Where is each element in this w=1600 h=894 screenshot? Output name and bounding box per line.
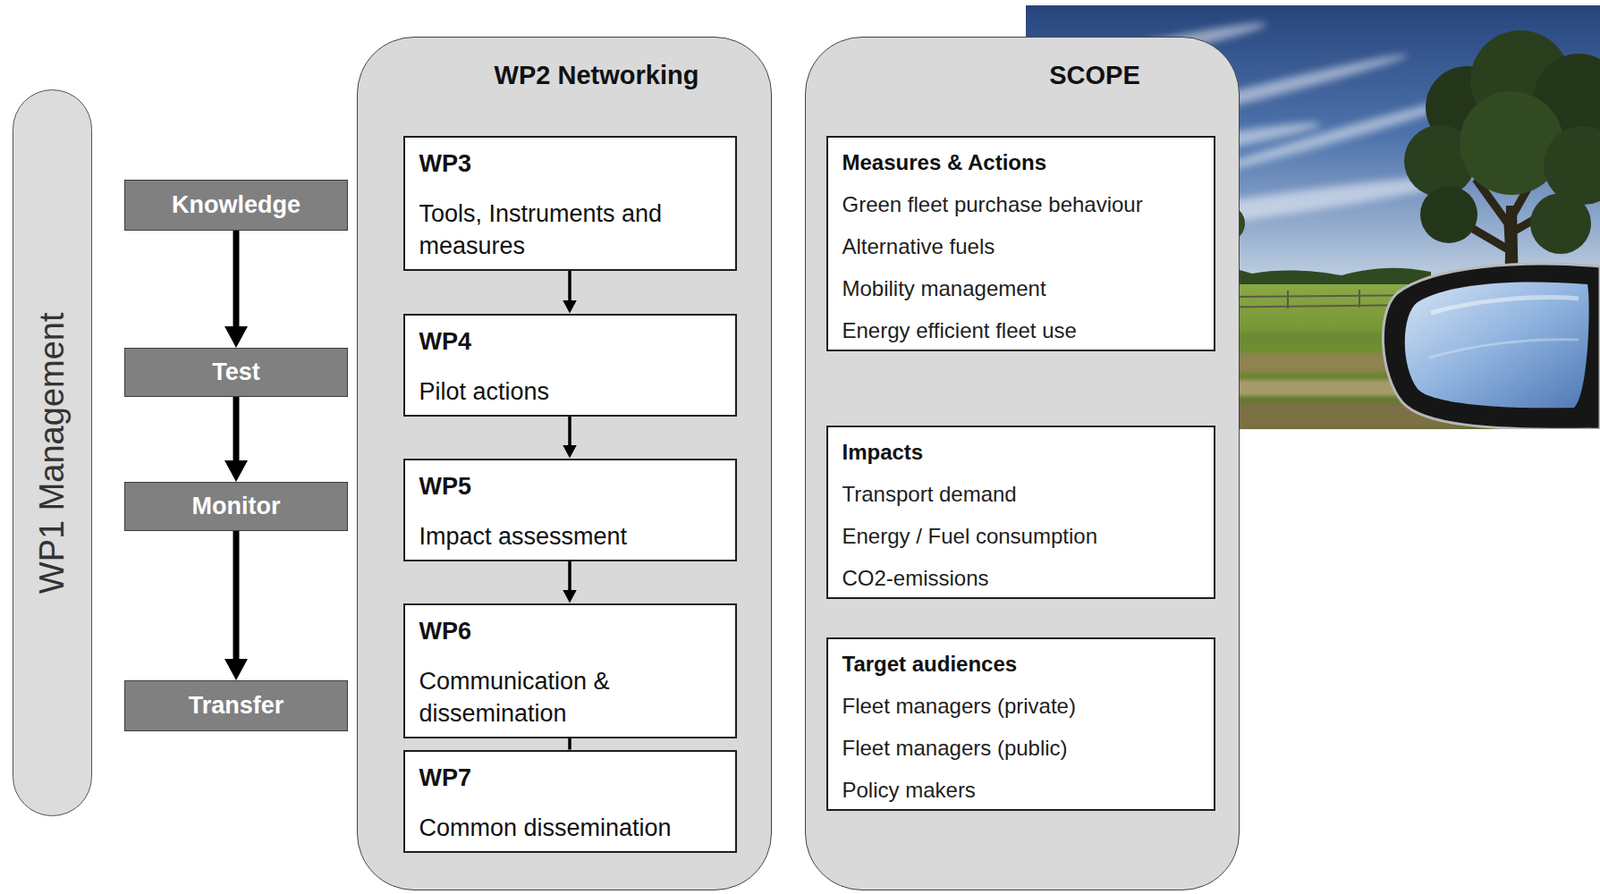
scope-heading: Target audiences (842, 650, 1200, 678)
scope-item: Mobility management (842, 274, 1200, 303)
step-label: Knowledge (171, 190, 301, 220)
work-package-box: WP6Communication & dissemination (403, 603, 737, 739)
process-step-box: Monitor (124, 482, 348, 532)
process-step-box: Knowledge (124, 179, 348, 231)
package-number: WP3 (419, 148, 721, 180)
management-band: WP1 Management (12, 89, 93, 817)
scope-item: CO2-emissions (842, 564, 1200, 593)
work-package-panel: WP2 NetworkingWP3Tools, Instruments and … (356, 36, 772, 891)
scope-item: Alternative fuels (842, 232, 1200, 261)
package-title: Impact assessment (419, 520, 721, 553)
work-package-box: WP5Impact assessment (403, 458, 737, 562)
panel-heading: WP2 Networking (422, 59, 771, 92)
work-package-panel: SCOPE Measures & ActionsGreen fleet purch… (804, 36, 1240, 891)
scope-item: Energy efficient fleet use (842, 316, 1200, 345)
flow-arrow (233, 397, 240, 470)
scope-item: Fleet managers (public) (842, 734, 1200, 762)
work-package-box: WP7Common dissemination (403, 750, 737, 854)
band-label: WP1 Management (33, 312, 73, 594)
package-title: Tools, Instruments and measures (419, 197, 721, 263)
scope-item: Fleet managers (private) (842, 692, 1200, 720)
scope-item: Energy / Fuel consumption (842, 522, 1200, 551)
car-mirror (1382, 263, 1600, 430)
scope-heading: Impacts (842, 438, 1200, 466)
scope-heading: Measures & Actions (842, 148, 1200, 177)
package-title: Pilot actions (419, 375, 721, 408)
step-label: Transfer (188, 691, 285, 720)
large-tree (1404, 30, 1600, 300)
flow-arrow (233, 230, 240, 336)
scope-box: ImpactsTransport demandEnergy / Fuel con… (826, 425, 1216, 600)
scope-item: Policy makers (842, 776, 1200, 805)
process-step-box: Transfer (124, 680, 348, 732)
package-title: Common dissemination (419, 812, 721, 845)
scope-box: Target audiencesFleet managers (private)… (826, 637, 1216, 812)
package-number: WP6 (419, 616, 721, 648)
step-label: Monitor (192, 491, 281, 521)
panel-heading: SCOPE (950, 59, 1239, 92)
package-title: Communication & dissemination (419, 665, 721, 730)
package-number: WP5 (419, 471, 721, 503)
scope-box: Measures & ActionsGreen fleet purchase b… (826, 135, 1216, 352)
step-label: Test (211, 357, 261, 387)
work-package-box: WP4Pilot actions (403, 313, 737, 417)
work-package-box: WP3Tools, Instruments and measures (403, 135, 737, 271)
package-number: WP7 (419, 762, 721, 795)
scope-item: Transport demand (842, 480, 1200, 508)
flow-arrow (233, 531, 240, 669)
scope-item: Green fleet purchase behaviour (842, 190, 1200, 219)
process-step-box: Test (124, 347, 348, 398)
package-number: WP4 (419, 326, 721, 358)
